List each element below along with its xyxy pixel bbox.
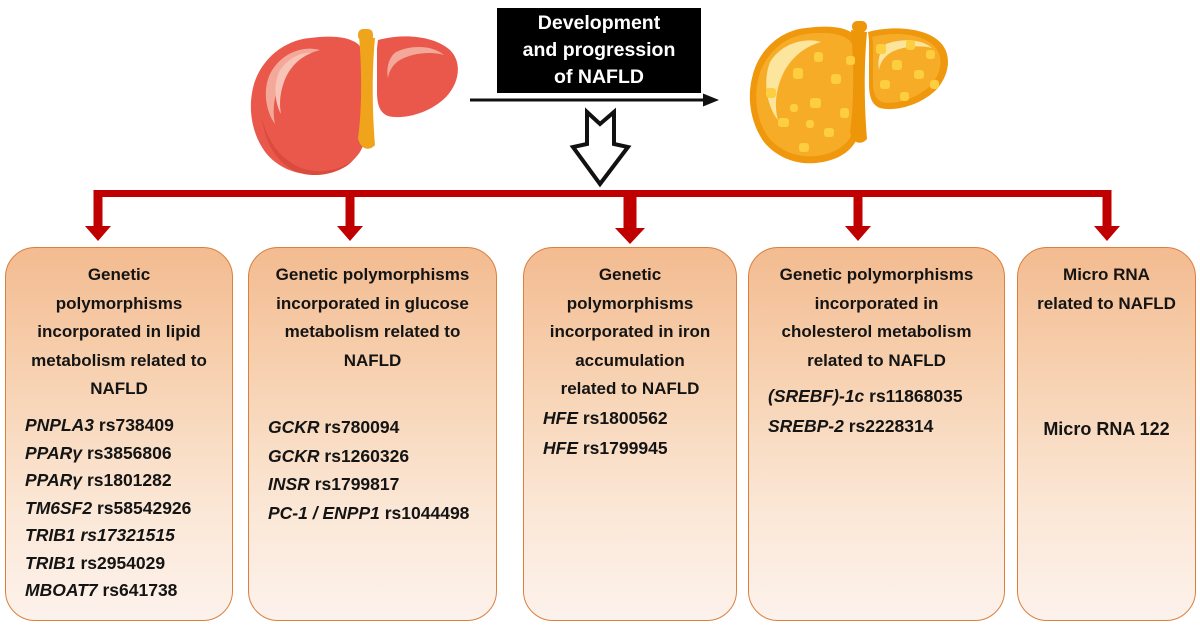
gene-item: SREBP-2 rs2228314 xyxy=(768,411,1000,441)
rs-id: rs3856806 xyxy=(86,442,172,463)
rs-id: rs1800562 xyxy=(582,408,668,428)
rs-id: rs1260326 xyxy=(324,445,410,466)
gene-symbol: TM6SF2 xyxy=(25,497,93,518)
gene-symbol: PC-1 / ENPP1 xyxy=(268,502,380,523)
gene-symbol: TRIB1 xyxy=(25,552,76,573)
category-box-glucose-metabolism: Genetic polymorphisms incorporated in gl… xyxy=(248,247,497,621)
gene-symbol: GCKR xyxy=(268,445,320,466)
gene-item: INSR rs1799817 xyxy=(268,470,492,499)
rs-id: rs17321515 xyxy=(80,525,175,545)
category-box-iron-accumulation: Genetic polymorphisms incorporated in ir… xyxy=(523,247,737,621)
gene-symbol: PPARγ xyxy=(25,442,83,463)
fat-droplets xyxy=(766,40,939,152)
category-box-cholesterol-metabolism: Genetic polymorphisms incorporated in ch… xyxy=(748,247,1005,621)
down-arrow-icon xyxy=(569,107,632,188)
box-heading: Genetic polymorphisms incorporated in li… xyxy=(31,265,207,398)
gene-symbol: HFE xyxy=(543,408,578,428)
rs-id: rs1799817 xyxy=(314,474,400,494)
rs-id: rs738409 xyxy=(98,415,174,435)
rs-id: rs780094 xyxy=(324,417,400,437)
gene-item: TRIB1 rs2954029 xyxy=(25,550,228,578)
rs-id: rs1799945 xyxy=(582,438,668,458)
gene-symbol: TRIB1 xyxy=(25,525,76,545)
gene-list: GCKR rs780094 GCKR rs1260326 INSR rs1799… xyxy=(268,413,492,527)
title-box: Development and progression of NAFLD xyxy=(497,8,701,93)
gene-symbol: GCKR xyxy=(268,417,320,437)
gene-item: TRIB1 rs17321515 xyxy=(25,522,228,550)
gene-item: PPARγ rs1801282 xyxy=(25,467,228,495)
healthy-liver-icon xyxy=(250,29,458,176)
gene-item: HFE rs1800562 xyxy=(543,403,732,433)
box-heading: Genetic polymorphisms incorporated in ch… xyxy=(779,265,974,370)
rs-id: rs641738 xyxy=(102,580,178,600)
gene-item: GCKR rs1260326 xyxy=(268,442,492,471)
fatty-liver-icon xyxy=(749,21,948,164)
diagram-artwork xyxy=(85,21,1120,244)
gene-list: (SREBF)-1c rs11868035 SREBP-2 rs2228314 xyxy=(768,381,1000,441)
box-heading: Genetic polymorphisms incorporated in gl… xyxy=(275,265,470,370)
rs-id: rs58542926 xyxy=(96,497,192,518)
category-box-lipid-metabolism: Genetic polymorphisms incorporated in li… xyxy=(5,247,233,621)
gene-item: (SREBF)-1c rs11868035 xyxy=(768,381,1000,411)
micro-rna-note: Micro RNA 122 xyxy=(1043,419,1170,439)
gene-item: HFE rs1799945 xyxy=(543,433,732,463)
box-heading: Micro RNA related to NAFLD xyxy=(1037,265,1176,313)
gene-item: GCKR rs780094 xyxy=(268,413,492,442)
gene-symbol: INSR xyxy=(268,474,310,494)
rs-id: rs2228314 xyxy=(848,416,934,436)
gene-item: PNPLA3 rs738409 xyxy=(25,412,228,440)
branch-connector xyxy=(85,190,1120,244)
gene-symbol: (SREBF)-1c xyxy=(768,386,865,406)
rs-id: rs1044498 xyxy=(384,502,470,523)
diagram-title: Development and progression of NAFLD xyxy=(522,12,676,88)
gene-item: TM6SF2 rs58542926 xyxy=(25,495,228,523)
rs-id: rs1801282 xyxy=(86,470,172,490)
rs-id: rs2954029 xyxy=(80,552,166,573)
category-box-micro-rna: Micro RNA related to NAFLD Micro RNA 122 xyxy=(1017,247,1196,621)
gene-item: PC-1 / ENPP1 rs1044498 xyxy=(268,499,492,528)
box-heading: Genetic polymorphisms incorporated in ir… xyxy=(549,265,711,398)
right-arrow-icon xyxy=(470,93,719,107)
gene-symbol: MBOAT7 xyxy=(25,580,98,600)
gene-item: PPARγ rs3856806 xyxy=(25,440,228,468)
gene-item: MBOAT7 rs641738 xyxy=(25,577,228,605)
rs-id: rs11868035 xyxy=(869,386,963,406)
gene-symbol: PPARγ xyxy=(25,470,83,490)
gene-symbol: HFE xyxy=(543,438,578,458)
gene-list: PNPLA3 rs738409 PPARγ rs3856806 PPARγ rs… xyxy=(25,412,228,605)
gene-symbol: PNPLA3 xyxy=(25,415,95,435)
gene-list: HFE rs1800562 HFE rs1799945 xyxy=(543,403,732,463)
gene-symbol: SREBP-2 xyxy=(768,416,844,436)
